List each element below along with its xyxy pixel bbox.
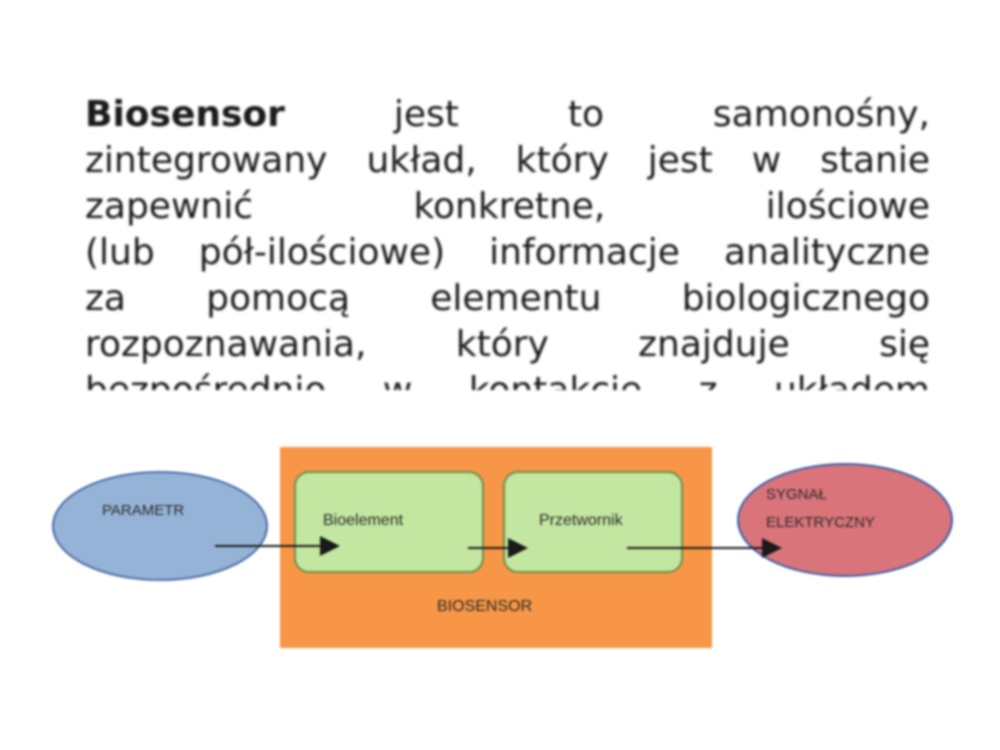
signal-ellipse — [737, 463, 953, 577]
signal-label-line1: SYGNAŁ — [766, 486, 827, 503]
paragraph-line-2: zintegrowany układ, który jest w stanie — [85, 140, 930, 181]
paragraph-line-5: za pomocą elementu biologicznego — [85, 278, 930, 319]
paragraph-line-1-text: jest to samonośny, — [393, 94, 930, 135]
paragraph-line-6: rozpoznawania, który znajduje się — [85, 324, 930, 365]
signal-label-line2: ELEKTRYCZNY — [766, 514, 875, 531]
bioelement-label: Bioelement — [323, 512, 404, 529]
paragraph-line-1: Biosensor jest to samonośny, — [85, 92, 930, 138]
biosensor-container-label: BIOSENSOR — [437, 598, 533, 615]
paragraph-line-7: bezpośrednio w kontakcie z układem — [85, 368, 930, 390]
transducer-label: Przetwornik — [539, 512, 623, 529]
biosensor-term: Biosensor — [85, 94, 285, 135]
bioelement-box — [294, 471, 484, 573]
definition-paragraph: Biosensor jest to samonośny, zintegrowan… — [85, 92, 930, 390]
paragraph-line-3: zapewnić konkretne, ilościowe — [85, 186, 930, 227]
paragraph-line-4: (lub pół-ilościowe) informacje analitycz… — [85, 232, 930, 273]
parameter-label: PARAMETR — [102, 502, 185, 519]
parameter-ellipse — [52, 471, 268, 581]
